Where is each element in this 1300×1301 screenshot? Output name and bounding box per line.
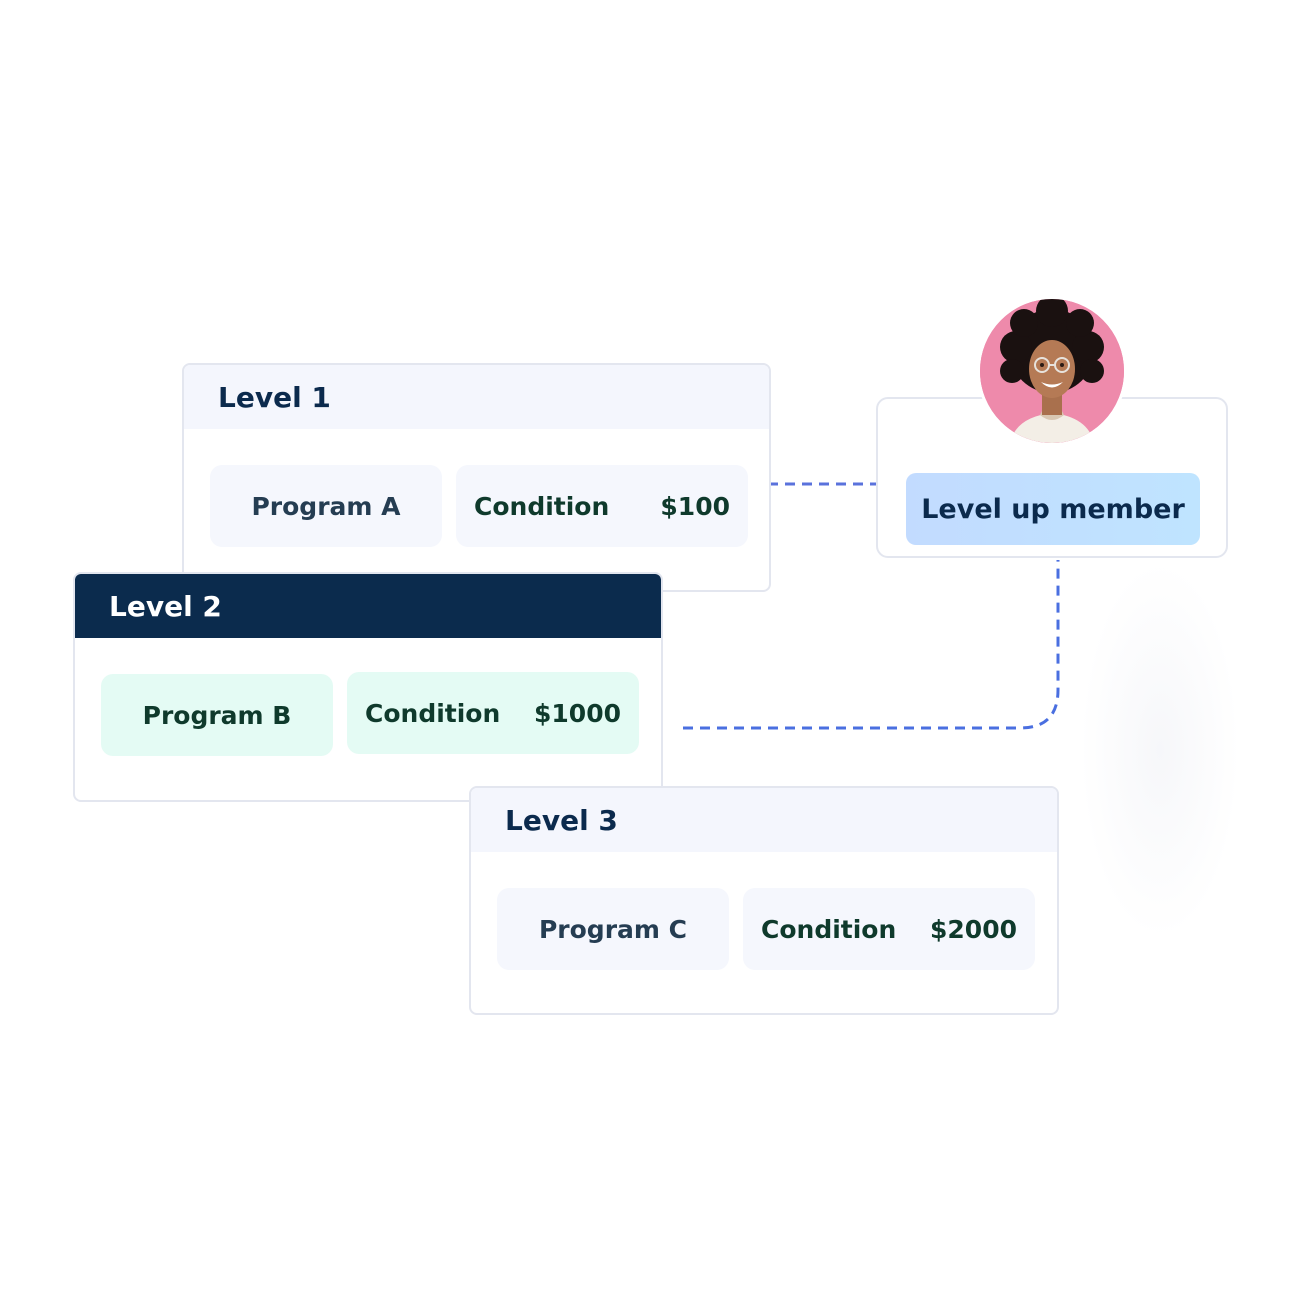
level-2-condition[interactable]: Condition $1000 — [347, 672, 639, 754]
level-1-program-label: Program A — [251, 491, 401, 521]
level-1-condition-value: $100 — [660, 491, 730, 521]
level-2-title: Level 2 — [75, 574, 661, 638]
level-1-card: Level 1 Program A Condition $100 — [182, 363, 771, 592]
level-2-program-label: Program B — [142, 700, 292, 730]
level-3-card: Level 3 Program C Condition $2000 — [469, 786, 1059, 1015]
level-3-condition[interactable]: Condition $2000 — [743, 888, 1035, 970]
member-avatar — [977, 296, 1127, 446]
level-1-title: Level 1 — [184, 365, 769, 429]
level-3-program[interactable]: Program C — [497, 888, 729, 970]
level-3-title: Level 3 — [471, 788, 1057, 852]
level-1-condition-label: Condition — [474, 491, 610, 521]
level-2-condition-value: $1000 — [534, 698, 621, 728]
background-shadow — [1080, 560, 1240, 940]
level-3-condition-label: Condition — [761, 914, 897, 944]
level-2-condition-label: Condition — [365, 698, 501, 728]
level-1-program[interactable]: Program A — [210, 465, 442, 547]
level-2-card: Level 2 Program B Condition $1000 — [73, 572, 663, 802]
level-3-condition-value: $2000 — [930, 914, 1017, 944]
level-2-program[interactable]: Program B — [101, 674, 333, 756]
level-1-condition[interactable]: Condition $100 — [456, 465, 748, 547]
level-up-member-button[interactable]: Level up member — [906, 473, 1200, 545]
level-3-program-label: Program C — [538, 914, 688, 944]
person-avatar-icon — [980, 299, 1124, 443]
